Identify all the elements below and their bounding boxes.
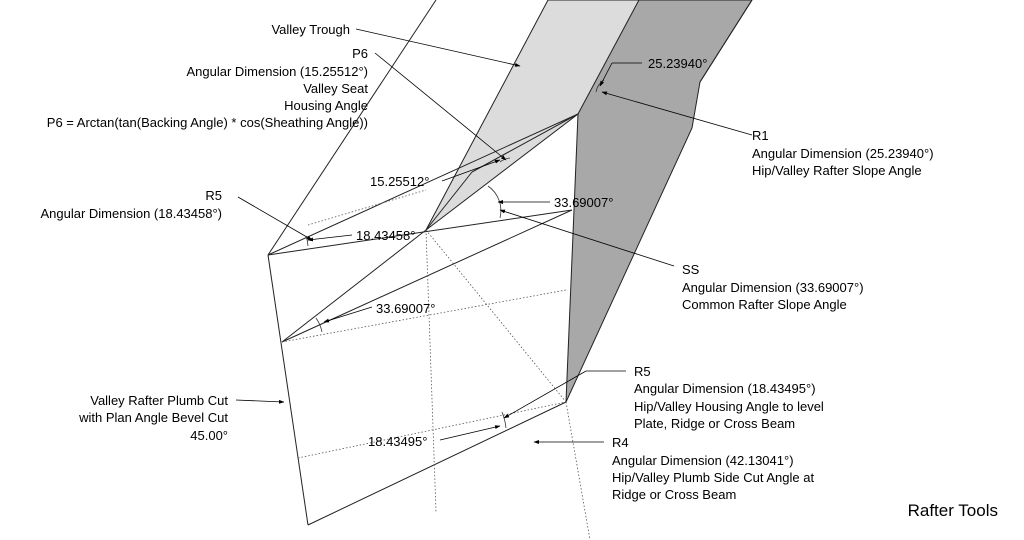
p6-title: P6: [352, 46, 368, 61]
r4-title: R4: [612, 435, 629, 450]
plumb-cut-bevel: with Plan Angle Bevel Cut: [78, 410, 228, 425]
r4-description-1: Hip/Valley Plumb Side Cut Angle at: [612, 470, 814, 485]
valley-trough-label: Valley Trough: [271, 22, 350, 37]
leader-lines: [235, 28, 753, 444]
plumb-cut-title: Valley Rafter Plumb Cut: [90, 393, 228, 408]
r5-bottom-dimension: Angular Dimension (18.43495°): [634, 381, 816, 396]
r1-dimension: Angular Dimension (25.23940°): [752, 146, 934, 161]
dim-25-label: 25.23940°: [648, 56, 707, 71]
r4-dimension: Angular Dimension (42.13041°): [612, 453, 794, 468]
r5-bottom-description-2: Plate, Ridge or Cross Beam: [634, 416, 795, 431]
dim-33-top-label: 33.69007°: [554, 195, 613, 210]
dim-18-bottom-label: 18.43495°: [368, 434, 427, 449]
wireframe: [267, 0, 591, 540]
plumb-cut-angle: 45.00°: [190, 428, 228, 443]
r5-bottom-description-1: Hip/Valley Housing Angle to level: [634, 399, 824, 414]
r1-description: Hip/Valley Rafter Slope Angle: [752, 163, 922, 178]
p6-formula: P6 = Arctan(tan(Backing Angle) * cos(She…: [47, 115, 368, 130]
angle-arcs: [305, 79, 605, 429]
r1-title: R1: [752, 128, 769, 143]
p6-dimension: Angular Dimension (15.25512°): [186, 64, 368, 79]
dim-33-mid-label: 33.69007°: [376, 301, 435, 316]
ss-description: Common Rafter Slope Angle: [682, 297, 847, 312]
brand-label: Rafter Tools: [908, 501, 998, 520]
dim-15-label: 15.25512°: [370, 174, 429, 189]
annotations: Valley Trough P6 Angular Dimension (15.2…: [40, 22, 998, 520]
ss-dimension: Angular Dimension (33.69007°): [682, 280, 864, 295]
p6-valley-seat: Valley Seat: [303, 81, 368, 96]
r5-top-title: R5: [205, 188, 222, 203]
ss-title: SS: [682, 262, 700, 277]
r5-bottom-title: R5: [634, 364, 651, 379]
r5-top-dimension: Angular Dimension (18.43458°): [40, 206, 222, 221]
r4-description-2: Ridge or Cross Beam: [612, 487, 736, 502]
p6-housing-angle: Housing Angle: [284, 98, 368, 113]
dim-18-top-label: 18.43458°: [356, 228, 415, 243]
